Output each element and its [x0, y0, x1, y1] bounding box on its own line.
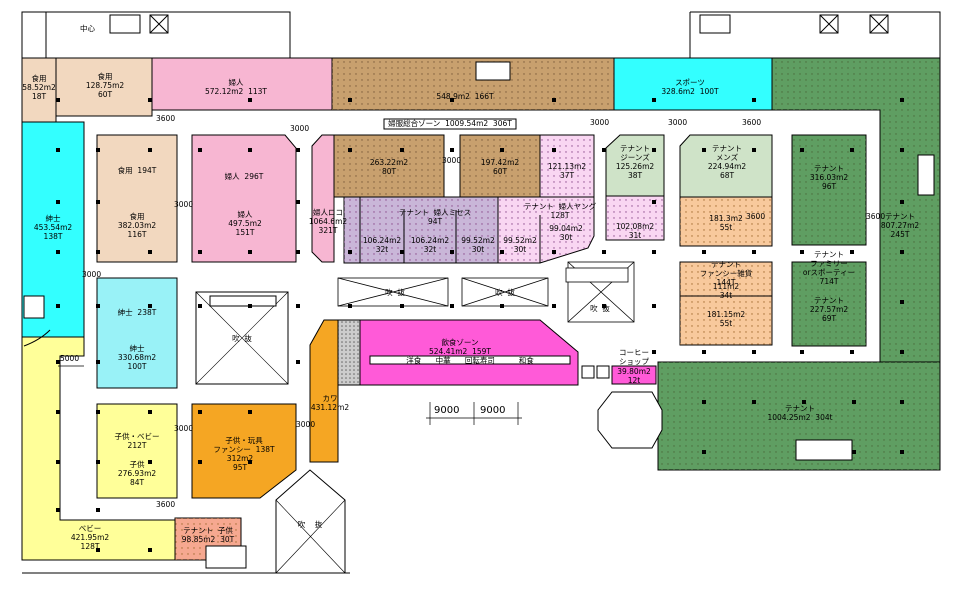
room-sports: [613, 57, 773, 111]
label-void-1: 吹 抜: [232, 334, 252, 343]
label-kids-mid: 子供 276.93m2 84T: [117, 460, 157, 487]
dim-3000-g: 3000: [296, 420, 316, 429]
label-gents-mid: 紳士 330.68m2 100T: [117, 344, 157, 371]
room-gents-238: [96, 277, 178, 389]
dim-3600-a: 3600: [742, 118, 762, 127]
label-void-3: 吹 抜: [495, 288, 515, 297]
label-food-194: 食用 194T: [117, 166, 157, 175]
dim-3000-c: 3000: [82, 270, 102, 279]
label-food-mid: 食用 382.03m2 116T: [117, 212, 157, 239]
dim-3600-b: 3600: [746, 212, 766, 221]
room-baby: [21, 336, 176, 561]
label-womens-kawa: 婦人ロコ 1064.6m2 321T: [308, 208, 348, 235]
label-t9952: 99.52m2 30t: [461, 236, 495, 254]
label-tenant-245: テナント 807.27m2 245T: [880, 212, 920, 239]
dim-9000-b: 9000: [480, 405, 506, 416]
label-womens-296: 婦人 296T: [224, 172, 264, 181]
dim-3000-e: 3000: [590, 118, 610, 127]
dim-3600-c: 3600: [866, 212, 886, 221]
label-void-2: 吹 抜: [385, 288, 405, 297]
void-boxes: [337, 261, 635, 323]
label-t102: 102.08m2 31t: [615, 222, 655, 240]
column-grid: [56, 98, 904, 552]
label-tenant-304: テナント 1004.25m2 304t: [767, 404, 833, 422]
label-t111: 111m2 34t: [712, 282, 740, 300]
room-womens-top: [151, 57, 333, 111]
label-t197: 197.42m2 60T: [480, 158, 520, 176]
label-t9004: 99.04m2 30t: [549, 224, 583, 242]
dim-3000-d: 3000: [174, 424, 194, 433]
label-jeans: テナント ジーンズ 125.26m2 38T: [615, 144, 655, 180]
room-food-194: [96, 134, 178, 263]
label-gents-238: 紳士 238T: [117, 308, 157, 317]
label-food-small: 食用 58.52m2 18T: [22, 74, 56, 101]
label-tenant-30t: テナント 子供 98.85m2 30T: [181, 526, 235, 544]
label-gents-left: 紳士 453.54m2 138T: [33, 214, 73, 241]
label-tenant-69t: テナント 227.57m2 69T: [809, 296, 849, 323]
label-coffee: コーヒー ショップ: [619, 348, 649, 366]
dim-3000-h: 3000: [668, 118, 688, 127]
label-food-top: 食用 128.75m2 60T: [85, 72, 125, 99]
escalator-top: [475, 61, 511, 81]
label-sports: スポーツ 328.6m2 100T: [661, 78, 719, 96]
label-food-zone: 飲食ゾーン 524.41m2 159T: [429, 338, 491, 356]
void-octagon: [597, 391, 663, 449]
label-t18115: 181.15m2 55t: [706, 310, 746, 328]
label-t10624-a: 106.24m2 32t: [362, 236, 402, 254]
dim-5000: 5000: [60, 354, 80, 363]
label-womens-top: 婦人 572.12m2 113T: [205, 78, 267, 96]
label-kids-fancy2: 312m2 95T: [226, 454, 254, 472]
room-womens-296: [191, 134, 297, 263]
room-kids-baby: [96, 403, 178, 499]
dim-9000-a: 9000: [434, 405, 460, 416]
label-kawa: カワ 431.12m2: [310, 394, 350, 412]
ladies-zone-banner: [383, 118, 517, 130]
label-family: テナント ファミリー orスポーティー 714T: [802, 250, 856, 286]
label-center-top: 中心: [80, 24, 95, 33]
dim-3600-e: 3600: [156, 500, 176, 509]
void-round: [275, 469, 346, 574]
room-coffee-12t: [611, 365, 657, 385]
label-tenant-96t: テナント 316.03m2 96T: [809, 164, 849, 191]
room-kawa: [309, 319, 339, 463]
label-t121: 121.13m2 37T: [547, 162, 587, 180]
dim-3000-b: 3000: [174, 200, 194, 209]
label-kids-baby: 子供・ベビー 212T: [114, 432, 160, 450]
dim-3000-f: 3000: [442, 156, 462, 165]
label-mens: テナント メンズ 224.94m2 68T: [707, 144, 747, 180]
label-womens-mid: 婦人 497.5m2 151T: [228, 210, 262, 237]
label-void-5: 吹 抜: [297, 520, 323, 529]
room-food-small: [21, 57, 57, 123]
label-young: テナント 婦人ヤング 128T: [523, 202, 597, 220]
label-t3980: 39.80m2 12t: [617, 367, 651, 385]
dim-3600-d: 3600: [156, 114, 176, 123]
label-t263: 263.22m2 80T: [369, 158, 409, 176]
label-food-row: 洋食 中華 回転寿司 和食: [406, 356, 534, 365]
label-zone-548: 548.9m2 166T: [436, 92, 494, 101]
room-kids-fancy: [191, 403, 297, 499]
label-misses: テナント 婦人ミセス 94T: [398, 208, 472, 226]
label-ladies-zone: 婦服総合ゾーン 1009.54m2 306T: [388, 119, 512, 128]
dim-3000-a: 3000: [290, 124, 310, 133]
label-void-4: 吹 抜: [590, 304, 610, 313]
label-baby: ベビー 421.95m2 128T: [70, 524, 110, 551]
label-kids-fancy: 子供・玩具 ファンシー 138T: [213, 436, 275, 454]
room-food-top: [55, 57, 153, 117]
dimension-lines: [58, 365, 522, 425]
label-t9952b: 99.52m2 30t: [503, 236, 537, 254]
room-womens-kawa: [311, 134, 335, 263]
label-t181: 181.3m2 55t: [709, 214, 743, 232]
label-fancy: テナント ファンシー雑貨 144T: [699, 260, 753, 287]
label-t10624-b: 106.24m2 32t: [410, 236, 450, 254]
top-service-area: [21, 11, 889, 59]
